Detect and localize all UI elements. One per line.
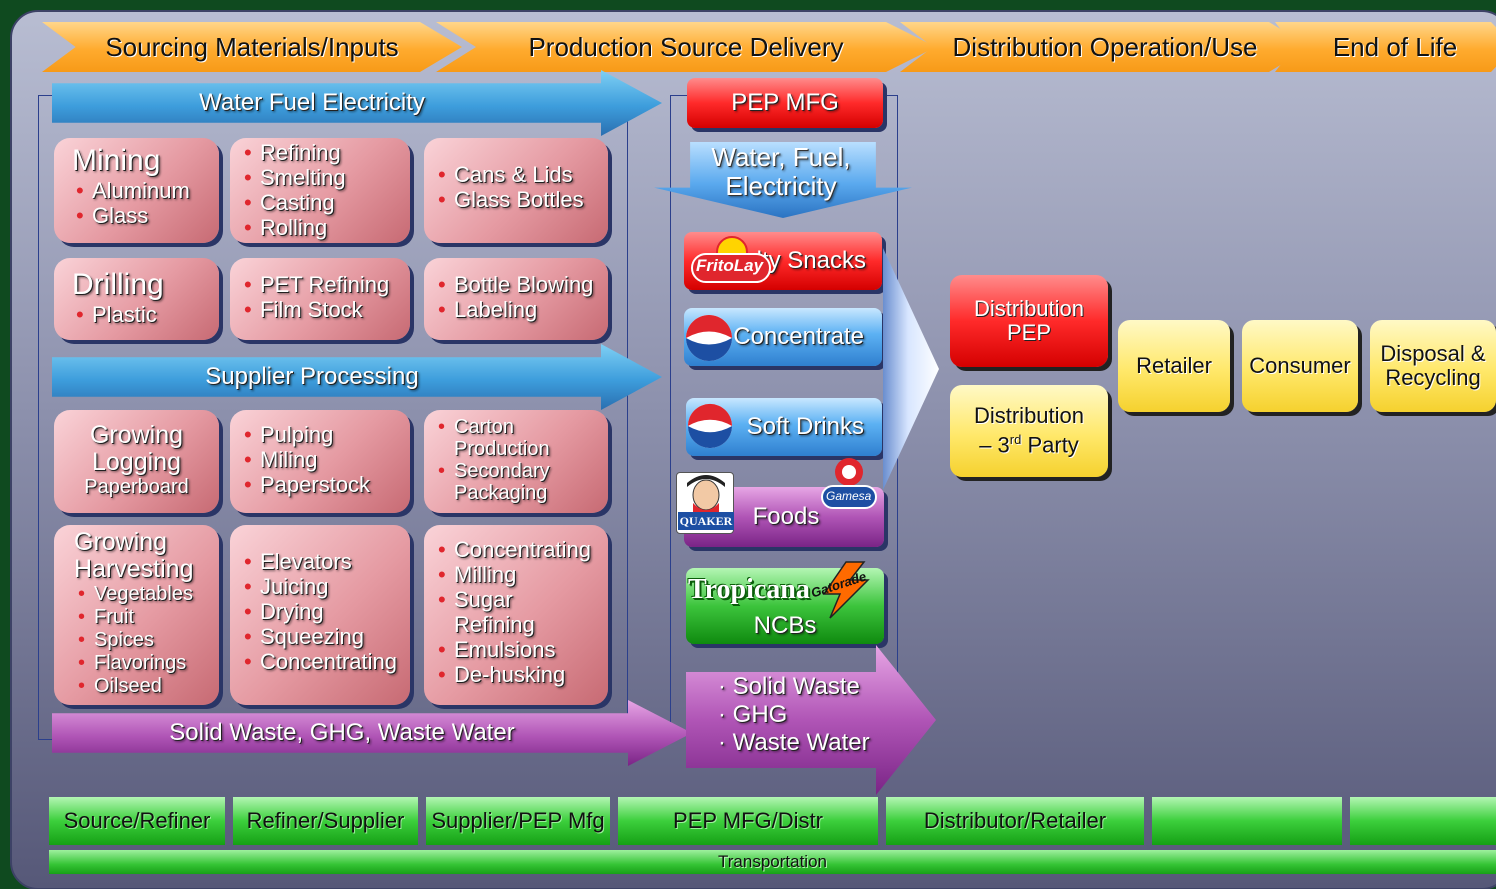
- fritolay-logo: [690, 236, 772, 288]
- mining-title: Mining: [72, 144, 161, 177]
- box-pet: PET Refining Film Stock: [230, 258, 410, 340]
- distribution-3rd-label-line1: Distribution: [973, 403, 1085, 429]
- pepsi-globe-icon: [684, 313, 734, 363]
- retailer-box: Retailer: [1118, 320, 1230, 412]
- harvesting-title: Harvesting: [74, 555, 194, 583]
- distribution-3rd-label-line2: – 3rd Party: [979, 432, 1079, 458]
- consumer-box: Consumer: [1242, 320, 1358, 412]
- list-item: Paperstock: [240, 472, 400, 497]
- box-elevators: Elevators Juicing Drying Squeezing Conce…: [230, 525, 410, 705]
- drilling-title: Drilling: [72, 268, 164, 301]
- list-item: PET Refining: [240, 272, 400, 297]
- list-item: Emulsions: [434, 637, 598, 662]
- list-item: Bottle Blowing: [434, 272, 598, 297]
- list-item: Plastic: [72, 302, 209, 327]
- list-item: De-husking: [434, 662, 598, 687]
- distribution-pep-box: Distribution PEP: [950, 275, 1108, 367]
- pepsi-globe-icon: [686, 402, 734, 450]
- concentrate-label: Concentrate: [733, 323, 864, 350]
- waste-list: · Solid Waste · GHG · Waste Water: [718, 673, 870, 757]
- box-refining: Refining Smelting Casting Rolling: [230, 138, 410, 243]
- distribution-3rd-party-box: Distribution – 3rd Party: [950, 385, 1108, 477]
- box-concentrating: Concentrating Milling Sugar Refining Emu…: [424, 525, 608, 705]
- pep-mfg-box: PEP MFG: [687, 78, 883, 128]
- list-item: · GHG: [718, 701, 788, 728]
- bar-distributor-retailer: Distributor/Retailer: [886, 797, 1144, 845]
- list-item: Drying: [240, 599, 400, 624]
- list-item: Concentrating: [434, 537, 598, 562]
- foods-label: Foods: [752, 503, 820, 530]
- box-growing-logging: Growing Logging Paperboard: [54, 410, 219, 513]
- box-mining: Mining Aluminum Glass: [54, 138, 219, 243]
- list-item: Aluminum: [72, 178, 209, 203]
- list-item: Casting: [240, 190, 400, 215]
- list-item: Rolling: [240, 215, 400, 240]
- bar-blank-1: [1152, 797, 1342, 845]
- list-item: Fruit: [74, 606, 209, 629]
- transportation-bar: Transportation: [49, 850, 1496, 874]
- paperboard-label: Paperboard: [84, 476, 189, 498]
- list-item: Squeezing: [240, 624, 400, 649]
- list-item: Spices: [74, 629, 209, 652]
- list-item: Oilseed: [74, 675, 209, 698]
- list-item: Juicing: [240, 574, 400, 599]
- list-item: Glass: [72, 203, 209, 228]
- soft-drinks-label: Soft Drinks: [746, 413, 864, 440]
- logging-label: Logging: [92, 448, 181, 476]
- gamesa-logo: [820, 456, 878, 512]
- growing-label: Growing: [89, 421, 184, 449]
- list-item: Flavorings: [74, 652, 209, 675]
- list-item: Elevators: [240, 549, 400, 574]
- box-growing-harvesting: Growing Harvesting Vegetables Fruit Spic…: [54, 525, 219, 705]
- wfe-label: Water, Fuel, Electricity: [711, 142, 851, 201]
- bar-refiner-supplier: Refiner/Supplier: [233, 797, 418, 845]
- list-item: Carton Production: [434, 416, 598, 460]
- box-pulping: Pulping Miling Paperstock: [230, 410, 410, 513]
- list-item: · Waste Water: [718, 729, 870, 756]
- list-item: Secondary Packaging: [434, 460, 598, 504]
- list-item: Smelting: [240, 165, 400, 190]
- phase-sourcing: Sourcing Materials/Inputs: [42, 22, 462, 72]
- list-item: Pulping: [240, 422, 400, 447]
- list-item: Sugar Refining: [434, 587, 598, 637]
- list-item: Miling: [240, 447, 400, 472]
- list-item: Vegetables: [74, 583, 209, 606]
- fritolay-logo-text: FritoLay: [696, 256, 764, 275]
- list-item: Glass Bottles: [434, 187, 598, 212]
- tropicana-logo: Tropicana: [688, 574, 810, 605]
- list-item: Milling: [434, 562, 598, 587]
- box-cans: Cans & Lids Glass Bottles: [424, 138, 608, 243]
- list-item: Labeling: [434, 297, 598, 322]
- list-item: · Solid Waste: [718, 673, 860, 700]
- disposal-recycling-box: Disposal & Recycling: [1370, 320, 1496, 412]
- phase-production: Production Source Delivery: [436, 22, 936, 72]
- bar-pep-mfg-distr: PEP MFG/Distr: [618, 797, 878, 845]
- phase-end-of-life: End of Life: [1275, 22, 1496, 72]
- box-carton: Carton Production Secondary Packaging: [424, 410, 608, 513]
- bar-source-refiner: Source/Refiner: [49, 797, 225, 845]
- list-item: Refining: [240, 140, 400, 165]
- phase-distribution: Distribution Operation/Use: [900, 22, 1310, 72]
- bar-supplier-pep-mfg: Supplier/PEP Mfg: [426, 797, 610, 845]
- gamesa-logo-text: Gamesa: [826, 489, 872, 503]
- ncbs-label: NCBs: [753, 612, 817, 639]
- list-item: Concentrating: [240, 649, 400, 674]
- list-item: Cans & Lids: [434, 162, 598, 187]
- list-item: Film Stock: [240, 297, 400, 322]
- box-drilling: Drilling Plastic: [54, 258, 219, 340]
- bar-blank-2: [1350, 797, 1496, 845]
- quaker-logo-text: QUAKER: [678, 512, 734, 530]
- gatorade-logo: [806, 560, 884, 620]
- growing-title: Growing: [74, 528, 168, 556]
- box-bottle: Bottle Blowing Labeling: [424, 258, 608, 340]
